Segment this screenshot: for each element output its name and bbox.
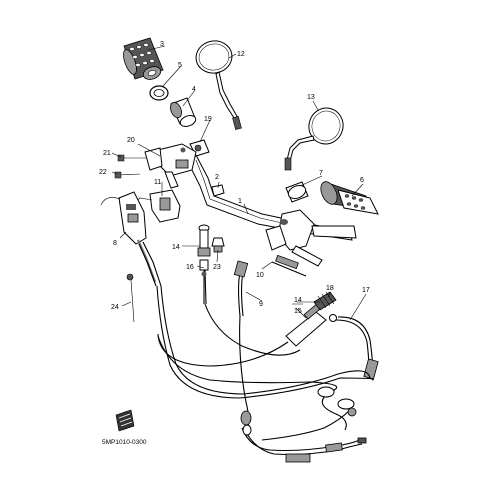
- left-handlebar-switch: [100, 191, 162, 287]
- handlebar-end-washer: [149, 85, 169, 101]
- label-11: 11: [154, 179, 161, 186]
- label-20: 20: [127, 137, 135, 144]
- screw-22: [114, 171, 141, 179]
- label-3: 3: [160, 41, 164, 48]
- label-10: 10: [256, 272, 264, 279]
- left-mirror: [195, 40, 242, 130]
- label-1: 1: [238, 198, 242, 205]
- label-4: 4: [192, 86, 196, 93]
- label-23: 23: [213, 264, 221, 271]
- right-mirror: [284, 107, 344, 171]
- diagram-code: 5MP1010-0300: [102, 439, 147, 446]
- label-19: 19: [204, 116, 212, 123]
- label-8: 8: [113, 240, 117, 247]
- cable-routing: [156, 285, 374, 463]
- label-18: 18: [326, 285, 334, 292]
- label-16: 16: [186, 264, 194, 271]
- label-13: 13: [307, 94, 315, 101]
- choke-knob: [211, 237, 225, 253]
- right-grip: [320, 181, 379, 215]
- label-24: 24: [111, 304, 119, 311]
- cable-band: [126, 273, 135, 323]
- label-7: 7: [319, 170, 323, 177]
- lever-holder: [144, 143, 197, 189]
- throttle-cable-2: [233, 260, 249, 317]
- label-17: 17: [362, 287, 370, 294]
- manual-reference-icon: [115, 409, 135, 432]
- label-5: 5: [178, 62, 182, 69]
- leader-lines: [111, 45, 367, 321]
- label-15: 15: [294, 308, 302, 315]
- label-22: 22: [99, 169, 107, 176]
- clutch-switch: [131, 189, 181, 223]
- screw-21: [117, 154, 146, 162]
- label-2: 2: [215, 174, 219, 181]
- label-14a: 14: [172, 244, 180, 251]
- throttle-cable-1: [271, 254, 307, 277]
- label-9: 9: [259, 301, 263, 308]
- label-6: 6: [360, 177, 364, 184]
- cable-adjuster: [313, 291, 337, 311]
- label-14b: 14: [294, 297, 302, 304]
- throttle-grip-guide: [285, 181, 309, 203]
- label-12: 12: [237, 51, 245, 58]
- label-21: 21: [103, 150, 111, 157]
- clutch-cable: [329, 314, 379, 380]
- left-grip: [123, 37, 164, 80]
- starter-plunger-set: [197, 224, 211, 305]
- part-labels: 3 5 4 12 13 19 20 21 22 11 2 1 7 6 8 14 …: [99, 41, 370, 315]
- right-handlebar-switch: [265, 209, 357, 267]
- left-bar-end-sleeve: [170, 97, 197, 127]
